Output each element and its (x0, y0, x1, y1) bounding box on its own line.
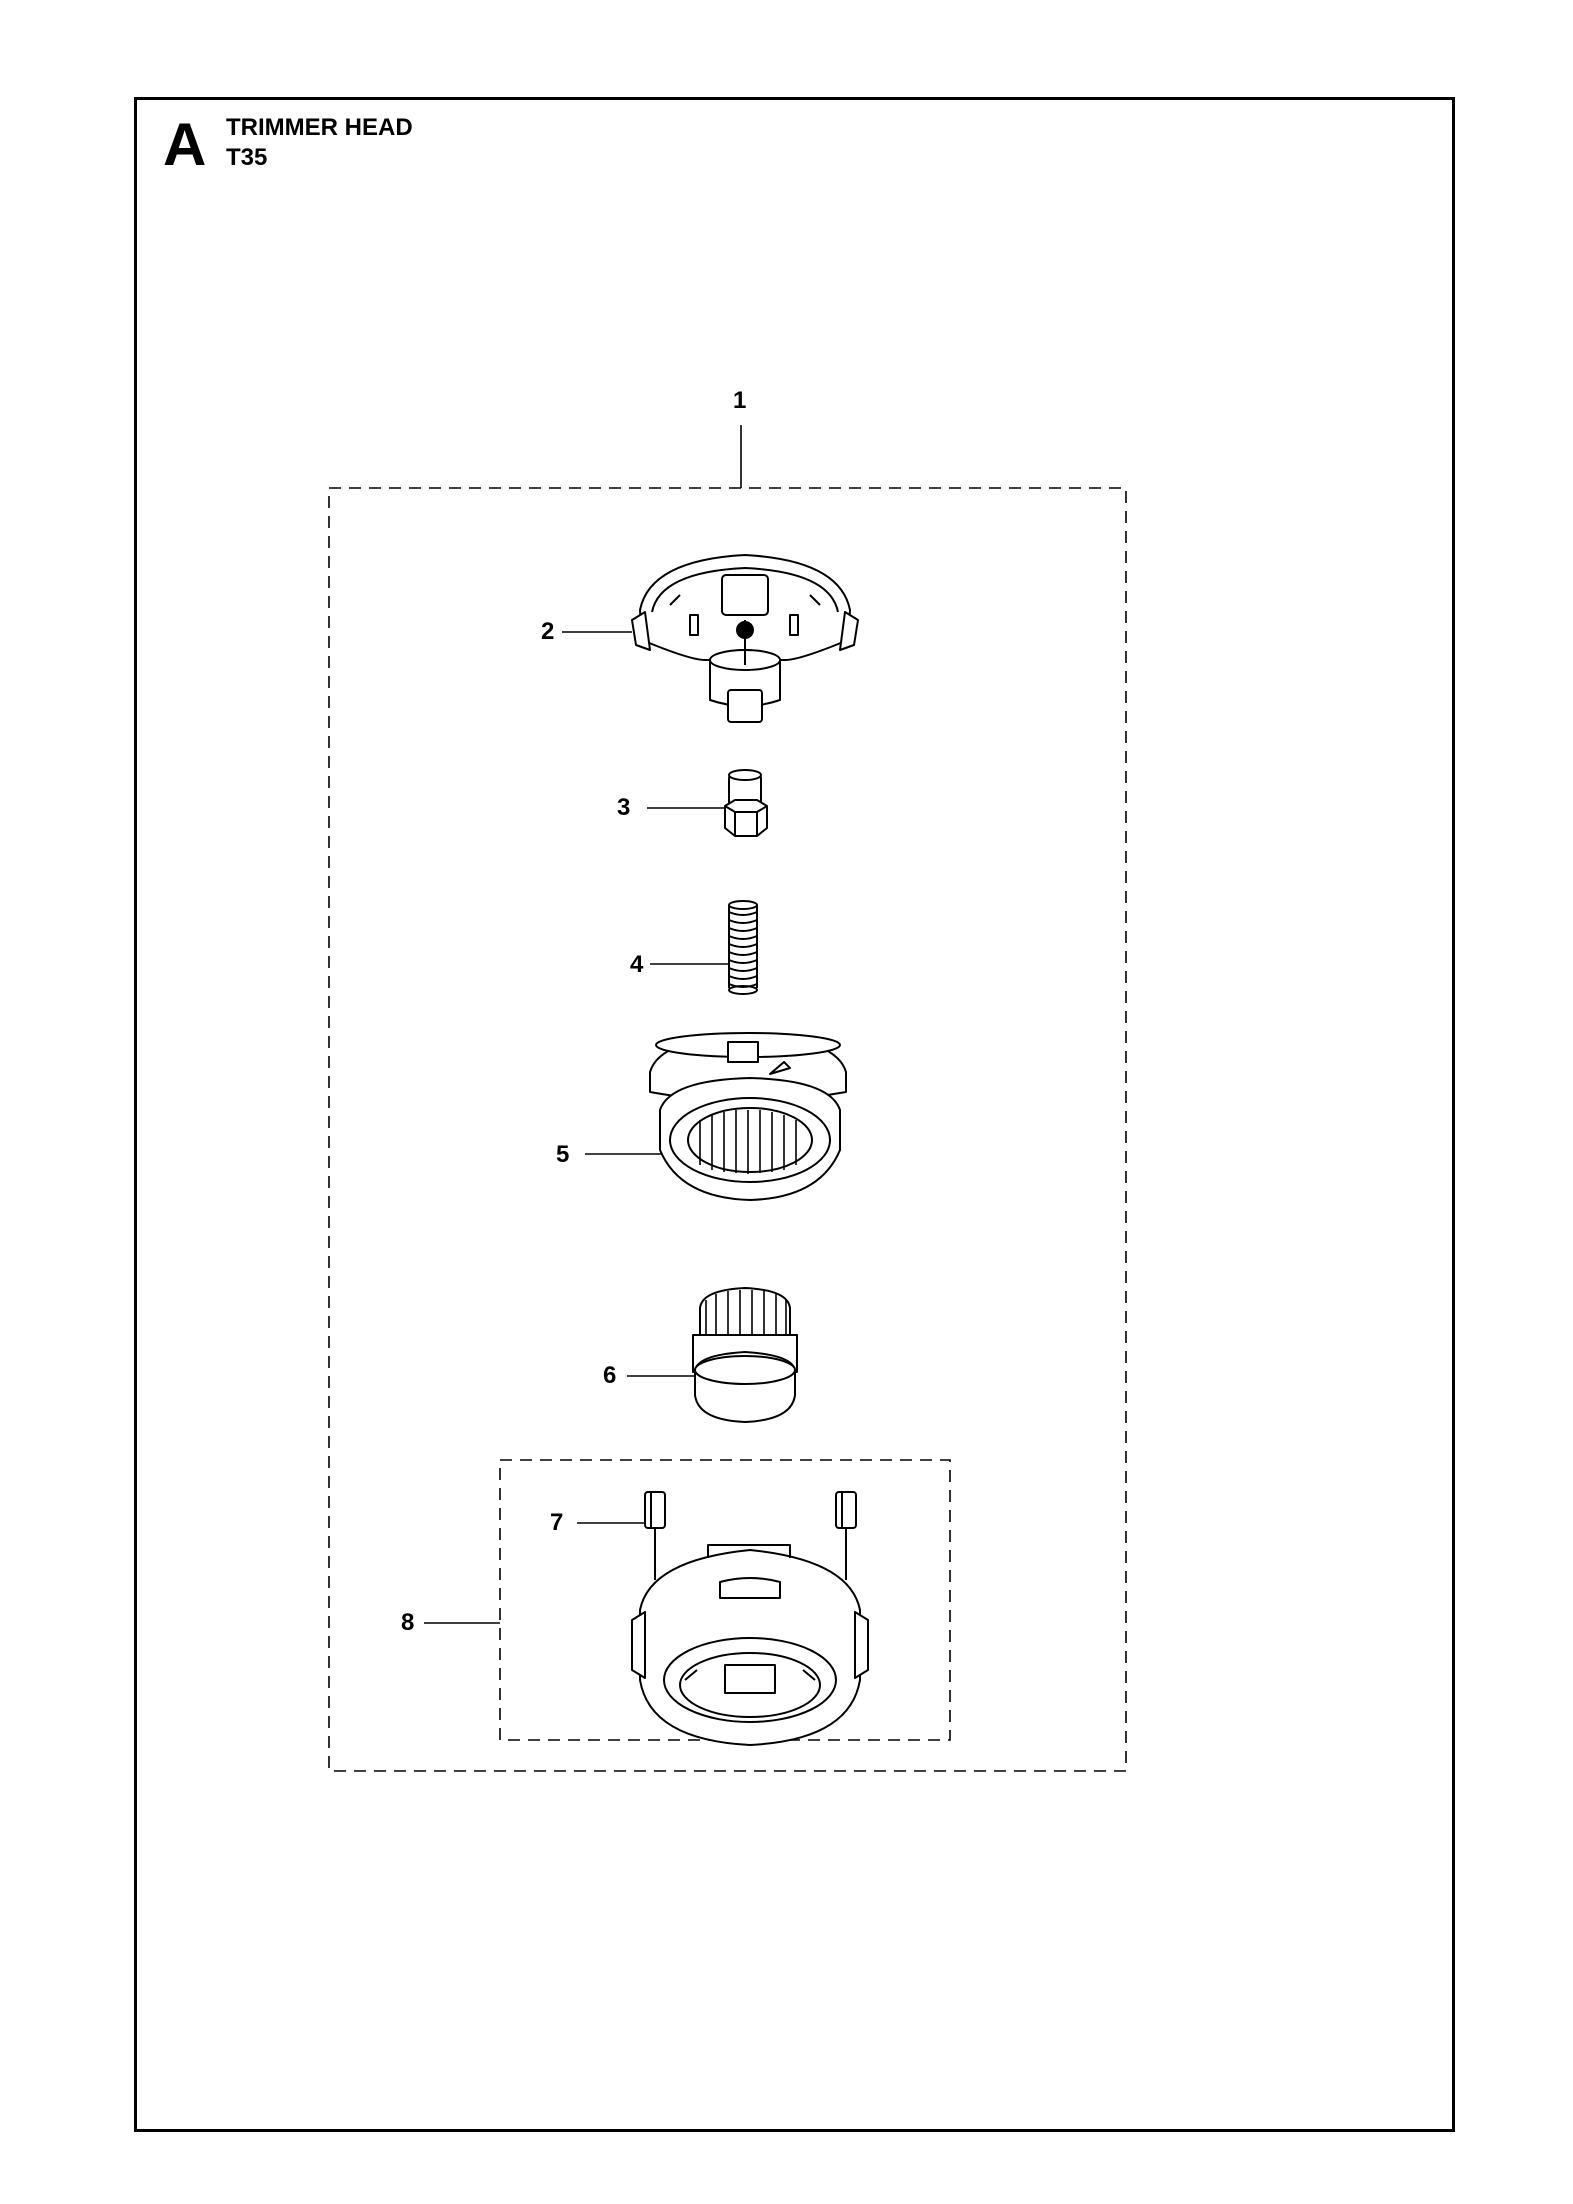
knob-icon (692, 1287, 798, 1423)
callout-3: 3 (617, 794, 630, 821)
housing-icon (631, 1544, 869, 1746)
cover-icon (631, 554, 859, 723)
spring-icon (728, 900, 758, 995)
callout-4: 4 (630, 951, 644, 978)
callout-7: 7 (550, 1509, 563, 1536)
model-code: T35 (226, 144, 268, 171)
callout-2: 2 (541, 618, 554, 645)
page-frame (134, 97, 1455, 2132)
assembly-boundary-8 (499, 1459, 951, 1741)
hex-nut-icon (724, 769, 768, 837)
callout-5: 5 (556, 1141, 569, 1168)
section-letter: A (163, 111, 206, 178)
callout-1: 1 (733, 387, 746, 414)
callout-6: 6 (603, 1362, 616, 1389)
page-title: TRIMMER HEAD (226, 114, 413, 141)
callout-8: 8 (401, 1609, 414, 1636)
eyelet-icon (644, 1491, 857, 1580)
spool-icon (649, 1032, 847, 1201)
